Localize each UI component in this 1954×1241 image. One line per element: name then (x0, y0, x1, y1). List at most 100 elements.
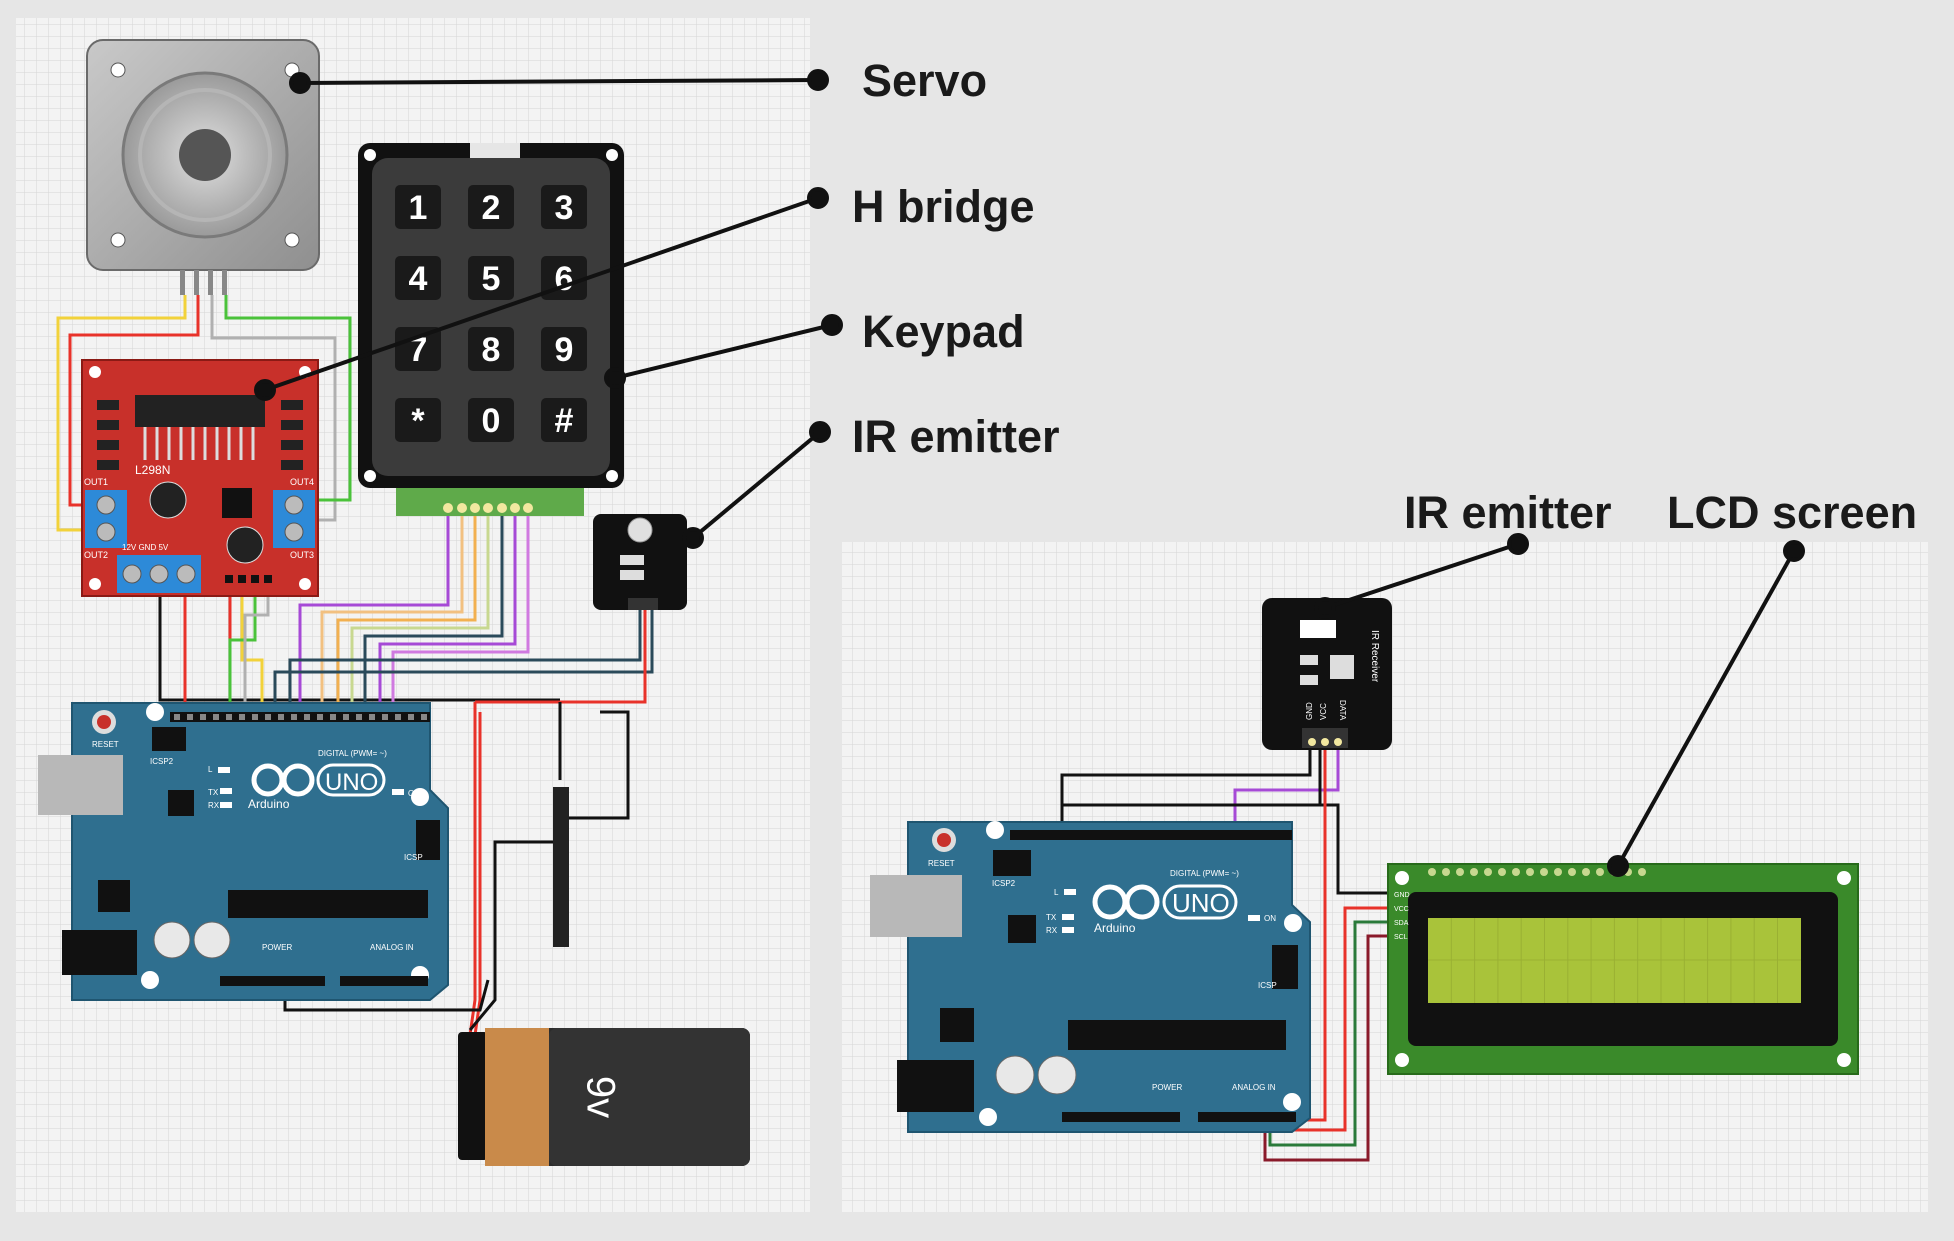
servo-motor[interactable] (86, 39, 320, 295)
right-l-led-label: L (1054, 888, 1059, 897)
keypad-key-label: 3 (555, 189, 574, 227)
right-rx-label: RX (1046, 926, 1058, 935)
callout-lines (254, 69, 1805, 877)
callout-ir-emitter-left: IR emitter (852, 411, 1060, 462)
left-uno-text: UNO (325, 769, 378, 796)
header-pin (356, 714, 362, 720)
left-icsp2-label: ICSP2 (150, 757, 174, 766)
lcd-pin-gnd-label: GND (1394, 892, 1410, 899)
lcd-header-pin (1638, 868, 1646, 876)
lcd-screen-module[interactable]: GND VCC SDA SCL (1387, 863, 1859, 1075)
header-pin (408, 714, 414, 720)
header-pin (187, 714, 193, 720)
right-arduino-logo: UNO Arduino (1092, 884, 1238, 935)
left-reset-label: RESET (92, 740, 119, 749)
hbridge-out1-label: OUT1 (84, 477, 108, 487)
keypad-key[interactable]: * (395, 398, 441, 442)
keypad-key[interactable]: 3 (541, 185, 587, 229)
header-pin (304, 714, 310, 720)
breadboard-strip[interactable] (553, 787, 569, 947)
right-on-label: ON (1264, 914, 1276, 923)
header-pin (382, 714, 388, 720)
ir-pin-data-label: DATA (1338, 700, 1347, 721)
keypad-key-label: 1 (409, 189, 428, 227)
keypad-key-label: * (411, 402, 425, 440)
callout-lcd-screen: LCD screen (1667, 487, 1917, 538)
header-pin (330, 714, 336, 720)
lcd-header-pin (1568, 868, 1576, 876)
left-wires (56, 295, 654, 1036)
header-pin (421, 714, 427, 720)
hbridge-chip-label: L298N (135, 463, 170, 477)
hbridge-power-label: 12V GND 5V (122, 543, 169, 552)
arduino-uno-left[interactable]: RESET ICSP2 DIGITAL (PWM= ~) UNO Arduino… (38, 702, 449, 1001)
lcd-header-pin (1512, 868, 1520, 876)
h-bridge-module[interactable]: L298N OUT1 OUT2 OUT3 OUT4 12V GND 5V (81, 359, 319, 597)
lcd-header-pin (1470, 868, 1478, 876)
keypad-key[interactable]: 5 (468, 256, 514, 300)
ir-receiver-module[interactable]: IR Receiver GND VCC DATA (1262, 598, 1392, 750)
header-pin (200, 714, 206, 720)
keypad-key[interactable]: 2 (468, 185, 514, 229)
arduino-uno-right[interactable]: RESET ICSP2 DIGITAL (PWM= ~) UNO Arduino… (870, 821, 1311, 1133)
lcd-header-pin (1596, 868, 1604, 876)
right-arduino-brand: Arduino (1094, 921, 1136, 935)
keypad-key-label: # (555, 402, 574, 440)
callout-keypad: Keypad (862, 306, 1025, 357)
ir-emitter-left[interactable] (593, 514, 687, 610)
hbridge-out3-label: OUT3 (290, 550, 314, 560)
header-pin (278, 714, 284, 720)
left-icsp-label: ICSP (404, 853, 423, 862)
battery-label: 9v (578, 1076, 622, 1118)
hbridge-out4-label: OUT4 (290, 477, 314, 487)
right-digital-label: DIGITAL (PWM= ~) (1170, 869, 1239, 878)
left-on-label: ON (408, 789, 420, 798)
ir-receiver-title: IR Receiver (1369, 630, 1380, 683)
left-digital-label: DIGITAL (PWM= ~) (318, 749, 387, 758)
header-pin (395, 714, 401, 720)
keypad-key[interactable]: 4 (395, 256, 441, 300)
right-reset-label: RESET (928, 859, 955, 868)
lcd-header-pin (1582, 868, 1590, 876)
lcd-header-pin (1540, 868, 1548, 876)
right-tx-label: TX (1046, 913, 1057, 922)
left-arduino-logo: UNO Arduino (248, 763, 386, 811)
keypad-key-label: 9 (555, 331, 574, 369)
lcd-pin-vcc-label: VCC (1394, 906, 1409, 913)
header-pin (213, 714, 219, 720)
lcd-pin-scl-label: SCL (1394, 934, 1408, 941)
callout-h-bridge: H bridge (852, 181, 1035, 232)
header-pin (343, 714, 349, 720)
keypad-key-label: 6 (555, 260, 574, 298)
left-tx-label: TX (208, 788, 219, 797)
left-analog-label: ANALOG IN (370, 943, 414, 952)
lcd-header-pin (1484, 868, 1492, 876)
keypad-key[interactable]: 0 (468, 398, 514, 442)
left-rx-label: RX (208, 801, 220, 810)
keypad-key-label: 2 (482, 189, 501, 227)
lcd-header-pin (1554, 868, 1562, 876)
callout-ir-emitter-right: IR emitter (1404, 487, 1612, 538)
header-pin (369, 714, 375, 720)
header-pin (317, 714, 323, 720)
left-arduino-brand: Arduino (248, 797, 290, 811)
left-power-label: POWER (262, 943, 292, 952)
keypad-key[interactable]: # (541, 398, 587, 442)
right-uno-text: UNO (1172, 888, 1230, 918)
lcd-header-pin (1428, 868, 1436, 876)
keypad-key[interactable]: 8 (468, 327, 514, 371)
header-pin (239, 714, 245, 720)
right-icsp2-label: ICSP2 (992, 879, 1016, 888)
keypad-key[interactable]: 7 (395, 327, 441, 371)
battery-9v[interactable]: 9v (458, 1028, 750, 1166)
header-pin (265, 714, 271, 720)
lcd-header-pin (1526, 868, 1534, 876)
keypad-key[interactable]: 1 (395, 185, 441, 229)
header-pin (252, 714, 258, 720)
ir-pin-vcc-label: VCC (1319, 703, 1328, 720)
keypad-key[interactable]: 9 (541, 327, 587, 371)
header-pin (174, 714, 180, 720)
hbridge-out2-label: OUT2 (84, 550, 108, 560)
